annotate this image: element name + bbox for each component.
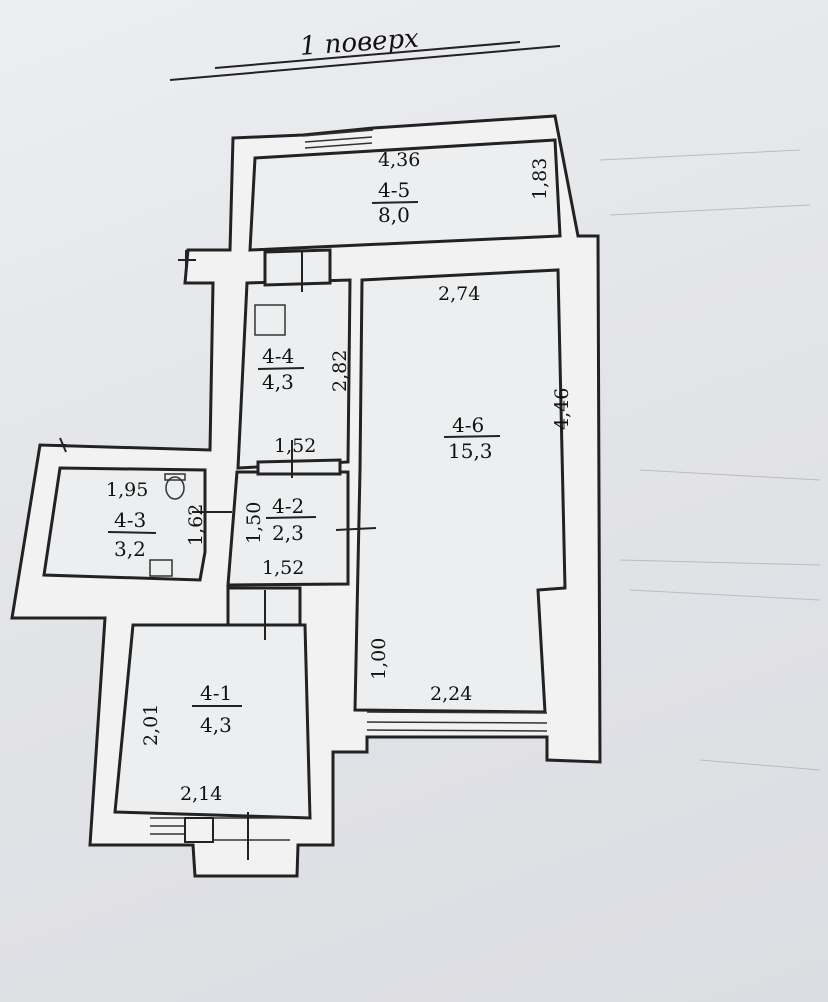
room-4-6-area: 15,3 (448, 439, 493, 463)
dim-4-6-left: 1,00 (368, 638, 390, 680)
room-4-2-area: 2,3 (272, 521, 304, 545)
fixtures (149, 304, 286, 577)
window-4-1-left (150, 817, 185, 835)
room-4-4-area: 4,3 (262, 370, 294, 394)
room-4-5-area: 8,0 (378, 203, 410, 227)
dimension-labels: 4,36 1,83 2,82 1,52 2,74 4,46 2,24 1,00 … (106, 149, 573, 805)
title-group: 1 поверх (169, 24, 561, 81)
dim-4-6-top: 2,74 (438, 283, 480, 305)
background-marks (599, 149, 821, 771)
dim-4-3-side: 1,62 (185, 504, 207, 546)
dim-4-1-side: 2,01 (140, 704, 162, 746)
dim-4-6-side: 4,46 (551, 388, 573, 430)
toilet-tank (164, 473, 186, 481)
room-4-1-area: 4,3 (200, 713, 232, 737)
walls (10, 114, 602, 878)
dim-4-1-bottom: 2,14 (180, 783, 222, 805)
dim-4-3-top: 1,95 (106, 479, 148, 501)
toilet-fixture (165, 476, 185, 500)
dim-4-4-side: 2,82 (329, 350, 351, 392)
entrance-door (213, 817, 290, 841)
window-top (302, 129, 374, 149)
dim-4-2-bottom: 1,52 (262, 557, 304, 579)
dim-4-5-side: 1,83 (529, 158, 551, 200)
shower-fixture (254, 304, 286, 336)
passage-4-5-4-4 (263, 248, 332, 287)
sink-fixture (149, 559, 173, 577)
window-4-6 (366, 711, 548, 732)
dim-4-6-bottom: 2,24 (430, 683, 472, 705)
room-labels: 4-5 8,0 4-4 4,3 4-6 15,3 4-3 3,2 4-2 2,3… (107, 178, 501, 737)
dim-4-5-top: 4,36 (378, 149, 420, 171)
passage-4-4-4-2 (256, 458, 342, 476)
room-4-3 (42, 466, 207, 582)
room-4-3-area: 3,2 (114, 537, 146, 561)
room-4-5 (248, 138, 562, 252)
title-underline-1 (214, 41, 521, 69)
room-4-3-number: 4-3 (114, 508, 146, 532)
room-4-6-number: 4-6 (452, 413, 484, 437)
door-ticks (40, 250, 377, 860)
room-4-1-number: 4-1 (200, 681, 232, 705)
room-4-5-number: 4-5 (378, 178, 410, 202)
dim-4-2-side: 1,50 (243, 502, 265, 544)
room-4-2-number: 4-2 (272, 494, 304, 518)
title-underline-2 (169, 45, 561, 81)
door-post (184, 817, 214, 843)
windows (150, 129, 548, 843)
room-4-4-number: 4-4 (262, 344, 294, 368)
room-4-6 (353, 268, 567, 714)
dim-4-4-bottom: 1,52 (274, 435, 316, 457)
